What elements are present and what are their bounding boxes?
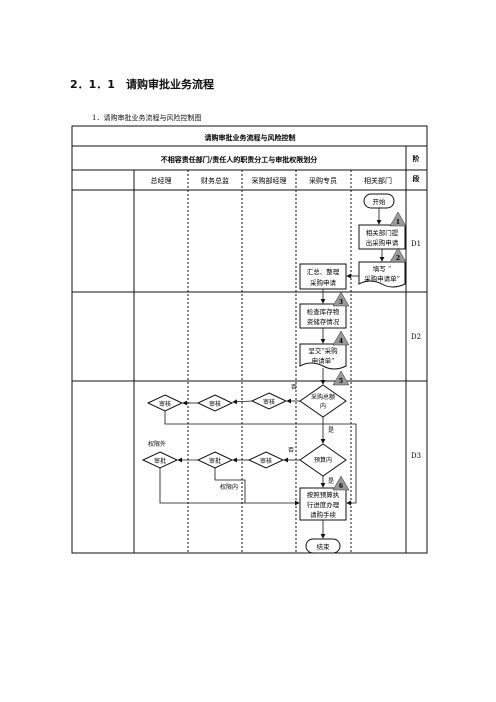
- summarize-line1: 汇总、整理: [307, 267, 340, 276]
- approve-label-2: 审批: [154, 457, 166, 465]
- review-label-2: 审核: [209, 400, 221, 408]
- risk-number-3: 3: [339, 299, 343, 306]
- table-title: 请购审批业务流程与风险控制: [205, 133, 296, 142]
- table-frame: [71, 125, 428, 554]
- risk-marker-6: [332, 475, 350, 491]
- review-label-4: 审核: [260, 457, 272, 465]
- no-label-total: 否: [291, 384, 297, 391]
- column-header-purchasing-specialist: 采购专员: [309, 176, 337, 185]
- stage-header: 阶 段: [413, 154, 421, 183]
- decision-total-line2: 内: [320, 402, 326, 410]
- risk-markers: 1 2 3 4 5 6: [332, 211, 407, 491]
- out-of-authority-label: 权限外: [148, 440, 166, 448]
- risk-marker-4: [332, 330, 350, 346]
- related-submit-line2: 出采购申请: [366, 238, 399, 247]
- execute-line2: 行进度办理: [307, 500, 340, 509]
- execute-line1: 按照预算执: [307, 490, 340, 499]
- review-label-3: 审核: [159, 400, 171, 408]
- within-authority-label: 权限内: [220, 483, 238, 491]
- decision-budget-label: 预算内: [314, 456, 332, 464]
- submit-form-line1: 呈交“采购: [308, 346, 338, 355]
- related-submit-line1: 相关部门提: [366, 228, 399, 237]
- risk-number-2: 2: [396, 255, 400, 262]
- column-header-finance-director: 财务总监: [201, 176, 229, 185]
- check-stock-line2: 资储存情况: [307, 317, 340, 326]
- yes-label-budget: 是: [328, 478, 334, 485]
- stage-label-d3: D3: [411, 452, 421, 460]
- no-label-budget: 否: [288, 447, 294, 454]
- review-node-budget: [247, 451, 285, 469]
- execute-line3: 请购手续: [310, 510, 337, 519]
- risk-marker-1: [389, 211, 407, 227]
- approve-label-1: 审批: [209, 457, 221, 465]
- decision-total-node: [299, 384, 347, 418]
- fill-form-line1: 填写 “: [373, 264, 391, 273]
- column-header-purchasing-manager: 采购部经理: [252, 176, 287, 185]
- review-node-purchasing-manager: [250, 392, 288, 410]
- stage-label-d1: D1: [411, 240, 421, 248]
- risk-number-1: 1: [396, 219, 400, 226]
- connectors: [159, 208, 385, 539]
- stage-header-char-1: 阶: [413, 154, 421, 163]
- fill-form-line2: 采购申请单”: [364, 274, 400, 283]
- yes-label-total: 是: [328, 427, 334, 434]
- risk-marker-2: [389, 247, 407, 263]
- start-label: 开始: [373, 197, 387, 206]
- review-node-finance-director: [196, 394, 234, 412]
- column-header-general-manager: 总经理: [151, 176, 172, 185]
- table-header: 不相容责任部门/责任人的职责分工与审批权限划分: [161, 155, 318, 164]
- column-header-related-department: 相关部门: [364, 176, 392, 185]
- summarize-line2: 采购申请: [310, 278, 337, 287]
- stage-label-d2: D2: [411, 333, 421, 341]
- section-heading: 2．1．1 请购审批业务流程: [70, 78, 214, 91]
- check-stock-line1: 检查库存物: [307, 307, 340, 316]
- section-subheading: 1．请购审批业务流程与风险控制图: [92, 114, 202, 122]
- submit-form-line2: 申请单”: [312, 356, 335, 365]
- risk-number-5: 5: [339, 378, 343, 385]
- risk-number-4: 4: [339, 338, 343, 345]
- execute-node: [299, 487, 347, 521]
- submit-form-node: [299, 343, 347, 370]
- risk-number-6: 6: [339, 483, 343, 490]
- stage-header-char-2: 段: [413, 174, 420, 183]
- risk-marker-3: [332, 291, 350, 307]
- decision-total-line1: 采购总额: [311, 393, 335, 401]
- end-label: 结束: [317, 542, 331, 551]
- fill-form-node: [358, 261, 406, 288]
- risk-marker-5: [332, 370, 350, 386]
- review-label-1: 审核: [263, 398, 275, 406]
- end-node: [305, 538, 341, 554]
